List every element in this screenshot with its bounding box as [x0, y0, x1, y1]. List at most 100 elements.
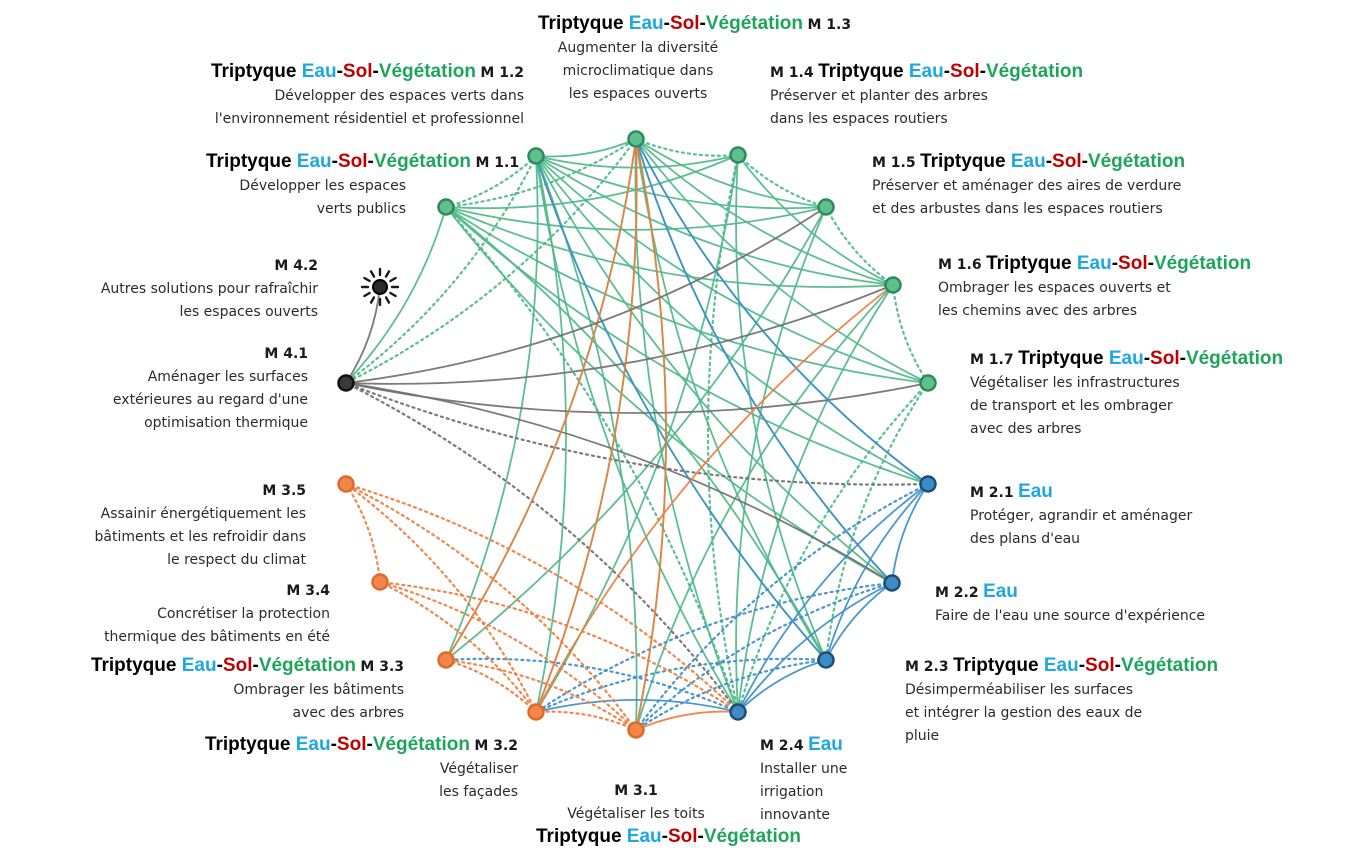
measure-code: M 3.3 [360, 659, 404, 675]
edge-m23-m24 [737, 659, 827, 713]
triptyque-tag: Triptyque Eau-Sol-Végétation [818, 61, 1083, 82]
edge-m31-m32 [534, 710, 638, 732]
edge-m22-m13 [635, 138, 893, 584]
tag-eau-word: Eau [908, 61, 944, 82]
measure-description-line: et intégrer la gestion des eaux de [905, 705, 1143, 721]
measure-description-line: Préserver et aménager des aires de verdu… [872, 178, 1182, 194]
edge-m11-m16 [445, 206, 894, 288]
edge-m12-m22 [535, 155, 893, 584]
tag-sol-word: Sol [669, 13, 700, 34]
label-heading: Triptyque Eau-Sol-Végétation M 1.1 [206, 150, 519, 175]
edge-m14-m15 [736, 153, 828, 209]
measure-description-line: Concrétiser la protection [157, 606, 330, 622]
edge-m15-m24 [735, 206, 827, 713]
edge-m13-m16 [635, 138, 894, 286]
measure-description-line: de transport et les ombrager [970, 398, 1173, 414]
tag-eau-word: Eau [296, 151, 332, 172]
measure-description-line: Faire de l'eau une source d'expérience [935, 608, 1206, 624]
tag-separator: - [979, 61, 986, 82]
nodes-layer [337, 130, 937, 739]
edge-m41-m42 [345, 286, 381, 384]
tag-separator: - [252, 655, 259, 676]
triptyque-tag: Triptyque Eau-Sol-Végétation [205, 734, 470, 755]
edge-m23-m32 [534, 657, 828, 714]
edge-m41-m15 [345, 206, 827, 384]
tag-triptyque-word: Triptyque [204, 734, 296, 755]
label-heading: M 2.2 Eau [935, 580, 1275, 605]
tag-separator: - [663, 13, 670, 34]
edge-m12-m33 [445, 155, 539, 661]
tag-sol-word: Sol [342, 61, 373, 82]
tag-vegetation-word: Végétation [703, 826, 801, 847]
triptyque-tag: Triptyque Eau-Sol-Végétation [920, 151, 1185, 172]
edge-m24-m31 [635, 710, 739, 731]
measure-description-line: avec des arbres [292, 705, 404, 721]
edge-m31-m33 [444, 658, 638, 732]
tag-triptyque-word: Triptyque [210, 61, 302, 82]
tag-separator: - [331, 151, 338, 172]
label-tag-line: Triptyque Eau-Sol-Végétation [536, 826, 801, 849]
edge-m34-m35 [344, 482, 382, 584]
edge-m11-m12 [444, 154, 538, 209]
tag-sol-word: Sol [337, 151, 368, 172]
tag-eau-word: Eau [1076, 253, 1112, 274]
measure-description-line: Désimperméabiliser les surfaces [905, 682, 1134, 698]
label-heading: M 2.1 Eau [970, 480, 1270, 505]
measure-code: M 1.4 [770, 65, 814, 81]
measure-code: M 4.2 [274, 258, 318, 274]
node-m13 [627, 130, 645, 148]
tag-separator: - [336, 61, 343, 82]
tag-separator: - [1081, 151, 1088, 172]
measure-code: M 4.1 [264, 346, 308, 362]
tag-separator: - [1078, 655, 1086, 676]
label-heading: M 1.7 Triptyque Eau-Sol-Végétation [970, 347, 1362, 372]
measure-description-line: Préserver et planter des arbres [770, 88, 988, 104]
measure-description-line: les chemins avec des arbres [938, 303, 1138, 319]
measure-description-line: et des arbustes dans les espaces routier… [872, 201, 1163, 217]
measure-description-line: innovante [760, 807, 831, 823]
label-heading: Triptyque Eau-Sol-Végétation M 3.2 [150, 733, 518, 758]
node-m31 [627, 721, 645, 739]
tag-triptyque-word: Triptyque [953, 655, 1044, 676]
measure-code: M 2.2 [935, 585, 979, 601]
tag-separator: - [1114, 655, 1121, 676]
triptyque-tag: Triptyque Eau-Sol-Végétation [211, 61, 476, 82]
tag-separator: - [366, 734, 373, 755]
edge-m21-m23 [825, 483, 929, 661]
measure-description-line: Augmenter la diversité [557, 40, 719, 56]
measure-description-line: Végétaliser les toits [567, 806, 705, 822]
tag-vegetation-word: Végétation [378, 61, 476, 82]
node-m32 [527, 703, 545, 721]
edge-m21-m24 [737, 483, 929, 713]
measure-description-line: verts publics [316, 201, 406, 217]
tag-separator: - [216, 655, 223, 676]
edge-m23-m12 [535, 155, 827, 661]
tag-eau-word: Eau [1018, 481, 1053, 502]
label-heading: Triptyque Eau-Sol-Végétation M 1.2 [150, 60, 524, 85]
edge-m33-m13 [445, 138, 637, 661]
edge-m15-m33 [445, 206, 827, 661]
measure-description-line: irrigation [760, 784, 824, 800]
edge-m12-m21 [535, 155, 929, 485]
node-m23 [817, 651, 835, 669]
measure-description-line: avec des arbres [970, 421, 1082, 437]
measure-description-line: thermique des bâtiments en été [104, 629, 330, 645]
measure-description-line: Ombrager les espaces ouverts et [938, 280, 1171, 296]
node-m17 [919, 374, 937, 392]
tag-eau-word: Eau [1108, 348, 1144, 369]
measure-description-line: le respect du climat [167, 552, 306, 568]
node-m15 [817, 198, 835, 216]
node-m42-sun-icon [360, 267, 400, 307]
tag-sol-word: Sol [1118, 253, 1148, 274]
edge-m17-m24 [736, 381, 930, 714]
edge-m24-m33 [444, 657, 740, 714]
measure-code: M 3.2 [474, 738, 518, 754]
